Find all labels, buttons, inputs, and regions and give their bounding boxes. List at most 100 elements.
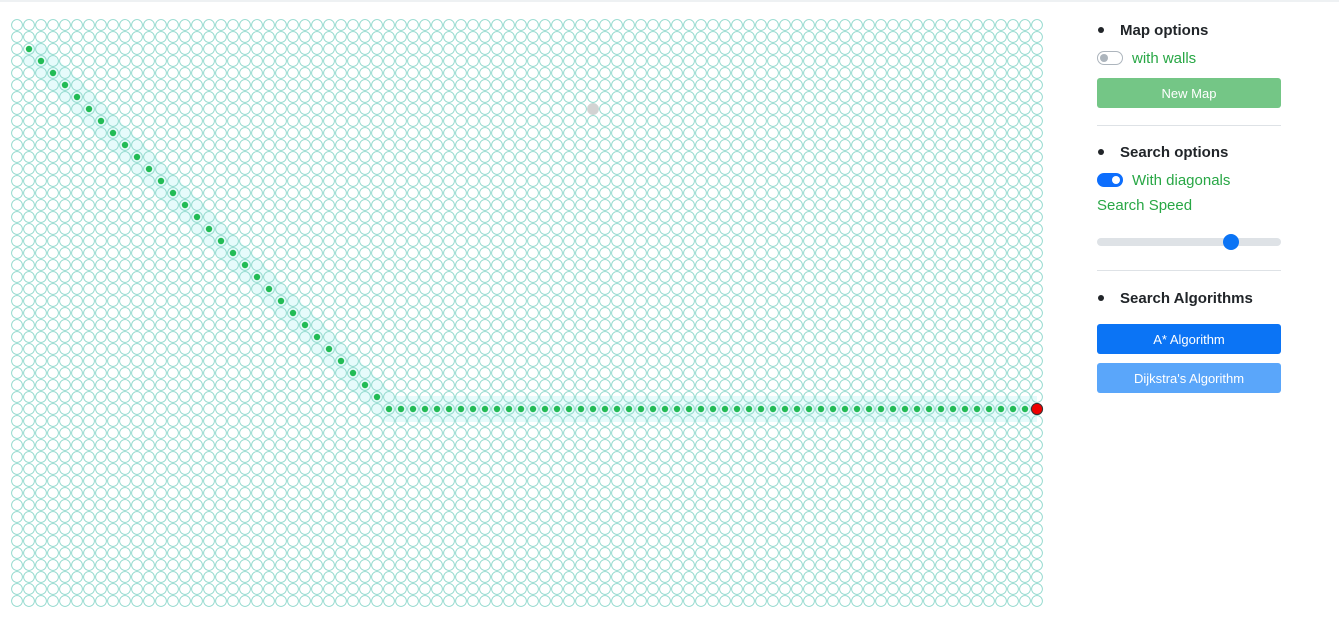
grid-cell[interactable]	[395, 427, 407, 439]
grid-cell[interactable]	[767, 187, 779, 199]
grid-cell[interactable]	[239, 283, 251, 295]
grid-cell[interactable]	[167, 31, 179, 43]
grid-cell[interactable]	[23, 211, 35, 223]
grid-cell[interactable]	[599, 307, 611, 319]
grid-cell[interactable]	[371, 427, 383, 439]
grid-cell[interactable]	[335, 271, 347, 283]
grid-cell[interactable]	[515, 151, 527, 163]
grid-cell[interactable]	[707, 391, 719, 403]
grid-cell[interactable]	[83, 571, 95, 583]
grid-cell[interactable]	[527, 403, 539, 415]
grid-cell[interactable]	[155, 451, 167, 463]
grid-cell[interactable]	[419, 151, 431, 163]
grid-cell[interactable]	[971, 535, 983, 547]
grid-cell[interactable]	[371, 31, 383, 43]
grid-cell[interactable]	[371, 247, 383, 259]
grid-cell[interactable]	[827, 535, 839, 547]
grid-cell[interactable]	[515, 451, 527, 463]
grid-cell[interactable]	[659, 187, 671, 199]
grid-cell[interactable]	[323, 223, 335, 235]
grid-cell[interactable]	[719, 319, 731, 331]
grid-cell[interactable]	[299, 355, 311, 367]
grid-cell[interactable]	[431, 91, 443, 103]
grid-cell[interactable]	[311, 475, 323, 487]
grid-cell[interactable]	[251, 319, 263, 331]
grid-cell[interactable]	[611, 523, 623, 535]
grid-cell[interactable]	[563, 535, 575, 547]
grid-cell[interactable]	[107, 307, 119, 319]
grid-cell[interactable]	[467, 535, 479, 547]
grid-cell[interactable]	[107, 163, 119, 175]
grid-cell[interactable]	[911, 595, 923, 607]
grid-cell[interactable]	[383, 583, 395, 595]
grid-cell[interactable]	[239, 163, 251, 175]
grid-cell[interactable]	[143, 427, 155, 439]
grid-cell[interactable]	[299, 559, 311, 571]
grid-cell[interactable]	[935, 511, 947, 523]
grid-cell[interactable]	[755, 271, 767, 283]
grid-cell[interactable]	[11, 571, 23, 583]
grid-cell[interactable]	[515, 115, 527, 127]
grid-cell[interactable]	[323, 547, 335, 559]
grid-cell[interactable]	[575, 391, 587, 403]
grid-cell[interactable]	[263, 475, 275, 487]
grid-cell[interactable]	[959, 151, 971, 163]
grid-cell[interactable]	[995, 463, 1007, 475]
grid-cell[interactable]	[947, 295, 959, 307]
grid-cell[interactable]	[743, 355, 755, 367]
grid-cell[interactable]	[227, 199, 239, 211]
grid-cell[interactable]	[671, 379, 683, 391]
grid-cell[interactable]	[863, 463, 875, 475]
grid-cell[interactable]	[683, 403, 695, 415]
grid-cell[interactable]	[443, 355, 455, 367]
grid-cell[interactable]	[719, 415, 731, 427]
grid-cell[interactable]	[119, 151, 131, 163]
grid-cell[interactable]	[707, 403, 719, 415]
grid-cell[interactable]	[575, 103, 587, 115]
grid-cell[interactable]	[767, 403, 779, 415]
grid-cell[interactable]	[167, 511, 179, 523]
grid-cell[interactable]	[851, 307, 863, 319]
grid-cell[interactable]	[743, 235, 755, 247]
grid-cell[interactable]	[503, 571, 515, 583]
grid-cell[interactable]	[71, 595, 83, 607]
grid-cell[interactable]	[815, 31, 827, 43]
grid-cell[interactable]	[923, 463, 935, 475]
grid-cell[interactable]	[503, 391, 515, 403]
grid-cell[interactable]	[815, 187, 827, 199]
grid-cell[interactable]	[455, 247, 467, 259]
grid-cell[interactable]	[527, 583, 539, 595]
grid-cell[interactable]	[899, 103, 911, 115]
grid-cell[interactable]	[995, 127, 1007, 139]
grid-cell[interactable]	[467, 271, 479, 283]
grid-cell[interactable]	[227, 271, 239, 283]
grid-cell[interactable]	[743, 511, 755, 523]
grid-cell[interactable]	[491, 247, 503, 259]
grid-cell[interactable]	[467, 127, 479, 139]
grid-cell[interactable]	[47, 115, 59, 127]
grid-cell[interactable]	[827, 223, 839, 235]
grid-cell[interactable]	[731, 331, 743, 343]
grid-cell[interactable]	[803, 391, 815, 403]
grid-cell[interactable]	[323, 283, 335, 295]
grid-cell[interactable]	[911, 475, 923, 487]
grid-cell[interactable]	[467, 523, 479, 535]
grid-cell[interactable]	[851, 487, 863, 499]
grid-cell[interactable]	[659, 319, 671, 331]
grid-cell[interactable]	[419, 487, 431, 499]
grid-cell[interactable]	[743, 199, 755, 211]
grid-cell[interactable]	[251, 547, 263, 559]
grid-cell[interactable]	[215, 91, 227, 103]
grid-cell[interactable]	[95, 199, 107, 211]
grid-cell[interactable]	[1019, 43, 1031, 55]
grid-cell[interactable]	[455, 319, 467, 331]
grid-cell[interactable]	[443, 415, 455, 427]
grid-cell[interactable]	[179, 487, 191, 499]
grid-cell[interactable]	[179, 295, 191, 307]
grid-cell[interactable]	[707, 427, 719, 439]
grid-cell[interactable]	[95, 415, 107, 427]
grid-cell[interactable]	[599, 475, 611, 487]
grid-cell[interactable]	[539, 127, 551, 139]
grid-cell[interactable]	[455, 115, 467, 127]
grid-cell[interactable]	[71, 223, 83, 235]
